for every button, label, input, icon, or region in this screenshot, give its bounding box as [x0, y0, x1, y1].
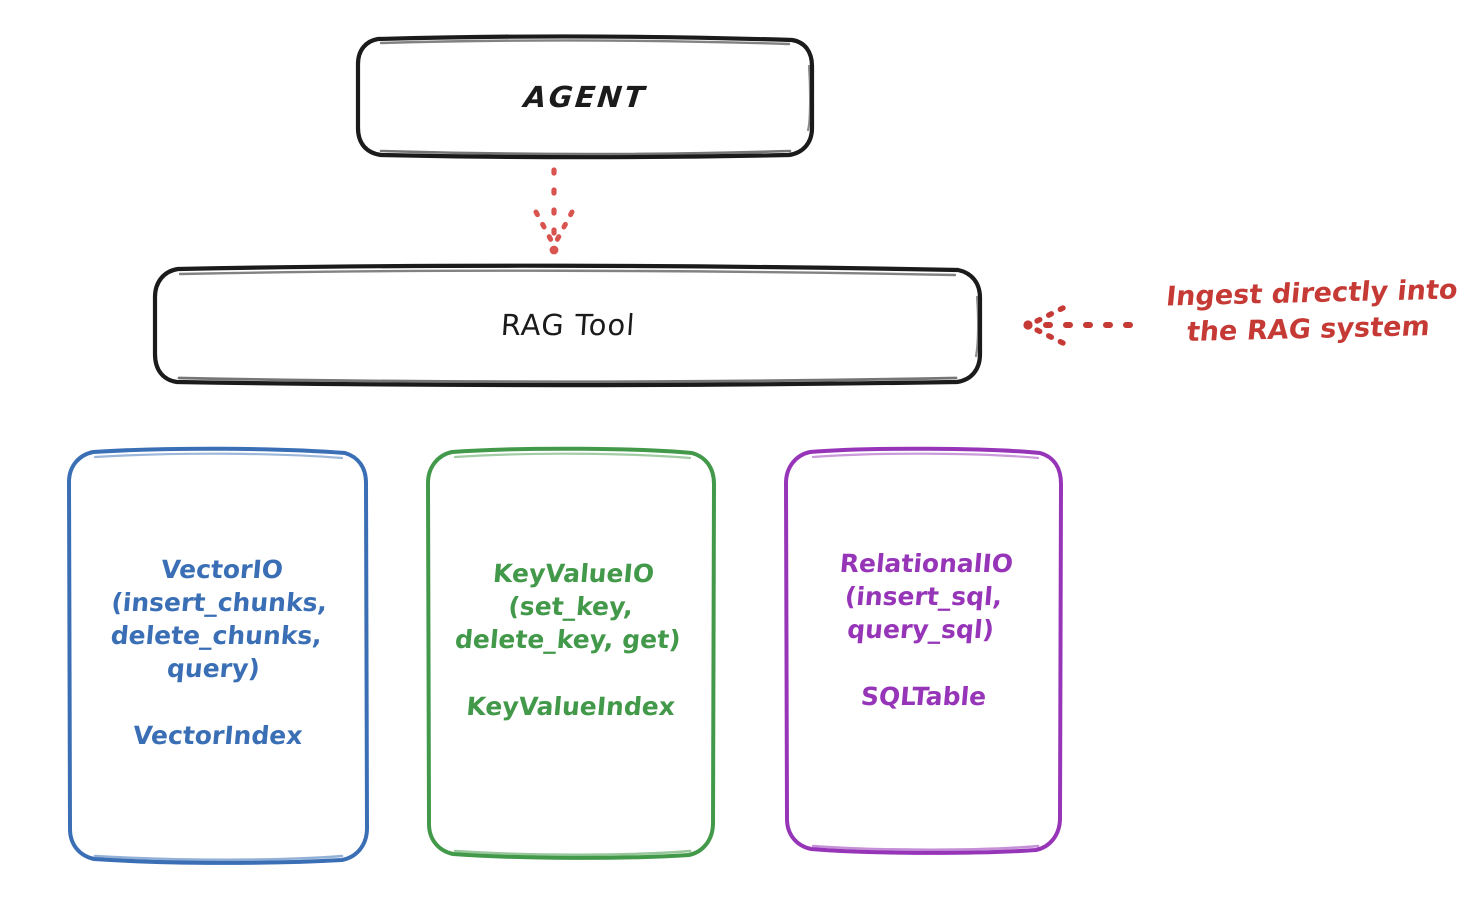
ragtool-box-outline: [152, 263, 983, 388]
relational-io-spacer: [837, 646, 1010, 680]
key-value-io-spacer: [458, 656, 683, 690]
relational-io-index-label: SQLTable: [860, 682, 988, 711]
relational-io-box-outline: [784, 446, 1063, 855]
relational-io-interface-label: RelationalIO (insert_sql, query_sql): [839, 549, 1015, 644]
vector-io-interface-label: VectorIO (insert_chunks, delete_chunks, …: [109, 554, 329, 683]
key-value-io-box-outline: [426, 446, 716, 860]
vector-io-index-label: VectorIndex: [132, 720, 304, 750]
agent-to-ragtool-connector: [533, 167, 575, 255]
vector-io-node[interactable]: VectorIO (insert_chunks, delete_chunks, …: [68, 449, 368, 861]
key-value-io-interface-label: KeyValueIO (set_key, delete_key, get): [454, 558, 683, 654]
relational-io-node[interactable]: RelationalIO (insert_sql, query_sql) SQL…: [786, 449, 1062, 851]
key-value-io-index-label: KeyValueIndex: [465, 691, 677, 721]
ingest-annotation-label: Ingest directly into the RAG system: [1164, 274, 1460, 349]
rag-tool-node[interactable]: RAG Tool: [155, 267, 982, 383]
agent-box-outline: [355, 34, 815, 160]
ingest-arrow-icon: [1023, 305, 1133, 346]
vector-io-box-outline: [67, 446, 369, 865]
rag-tool-label: RAG Tool: [500, 308, 637, 342]
key-value-io-node[interactable]: KeyValueIO (set_key, delete_key, get) Ke…: [427, 449, 715, 856]
vector-io-spacer: [110, 685, 326, 719]
agent-label: AGENT: [521, 79, 649, 114]
agent-node[interactable]: AGENT: [357, 37, 813, 156]
